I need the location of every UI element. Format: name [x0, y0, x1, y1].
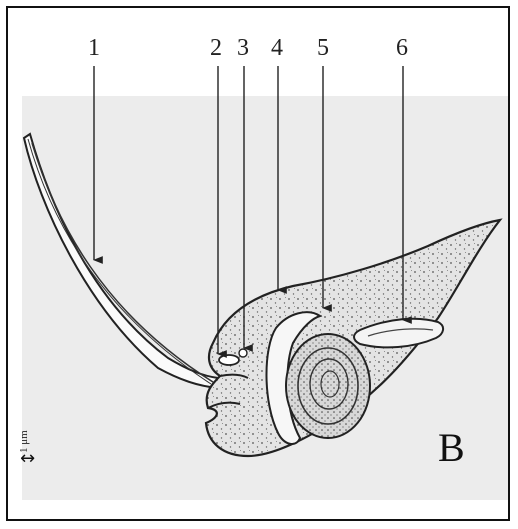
callout-label-6: 6: [396, 36, 408, 60]
callout-label-5: 5: [317, 36, 329, 60]
callout-label-2: 2: [210, 36, 222, 60]
flagellum: [24, 134, 218, 388]
callout-label-1: 1: [88, 36, 100, 60]
callout-label-3: 3: [237, 36, 249, 60]
callout-label-4: 4: [271, 36, 283, 60]
panel-label: B: [438, 428, 465, 468]
scale-bar-arrow-icon: ↔: [20, 450, 35, 468]
cell-diagram: [8, 8, 510, 521]
figure-frame: 1 2 3 4 5 6 1 μm ↔ B: [6, 6, 510, 521]
